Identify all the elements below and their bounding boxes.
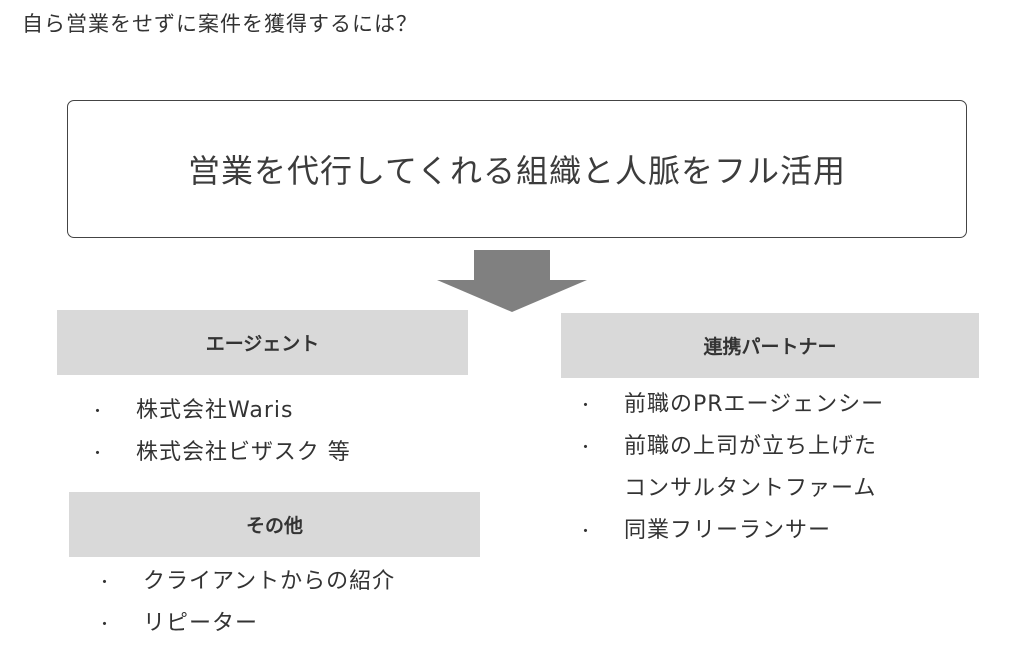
strategy-text: 営業を代行してくれる組織と人脈をフル活用 <box>187 152 847 190</box>
bullet: ・ <box>578 522 594 540</box>
bullet: ・ <box>578 438 594 456</box>
bullet: ・ <box>578 396 594 414</box>
list-item-text: 株式会社Waris <box>136 398 294 423</box>
bullet: ・ <box>90 402 106 420</box>
strategy-box: 営業を代行してくれる組織と人脈をフル活用 <box>67 100 967 238</box>
partner-list: ・ 前職のPRエージェンシー ・ 前職の上司が立ち上げた コンサルタントファーム… <box>578 384 884 552</box>
list-item: ・ 同業フリーランサー <box>578 510 884 552</box>
list-item-text: クライアントからの紹介 <box>143 569 396 594</box>
list-item: ・ 株式会社Waris <box>90 390 351 432</box>
bullet: ・ <box>90 444 106 462</box>
bullet: ・ <box>97 615 113 633</box>
list-item-text: 前職の上司が立ち上げた <box>624 434 878 459</box>
list-item-text: 前職のPRエージェンシー <box>624 392 885 417</box>
list-item-text: 同業フリーランサー <box>624 518 832 543</box>
bullet <box>578 468 624 510</box>
list-item: ・ 株式会社ビザスク 等 <box>90 432 351 474</box>
list-item-text: 株式会社ビザスク 等 <box>136 440 351 465</box>
agent-header-label: エージェント <box>205 333 320 355</box>
partner-header-label: 連携パートナー <box>703 336 837 358</box>
other-list: ・ クライアントからの紹介 ・ リピーター <box>97 561 395 645</box>
list-item: ・ クライアントからの紹介 <box>97 561 395 603</box>
down-arrow-icon <box>437 250 587 312</box>
list-item: ・ 前職のPRエージェンシー <box>578 384 884 426</box>
bullet: ・ <box>97 573 113 591</box>
list-item: コンサルタントファーム <box>578 468 884 510</box>
list-item: ・ リピーター <box>97 603 395 645</box>
other-header-label: その他 <box>245 515 303 537</box>
list-item-text: コンサルタントファーム <box>624 476 877 501</box>
list-item-text: リピーター <box>143 611 259 636</box>
partner-header: 連携パートナー <box>561 313 979 378</box>
other-header: その他 <box>69 492 480 557</box>
agent-header: エージェント <box>57 310 468 375</box>
list-item: ・ 前職の上司が立ち上げた <box>578 426 884 468</box>
agent-list: ・ 株式会社Waris ・ 株式会社ビザスク 等 <box>90 390 351 474</box>
page-title: 自ら営業をせずに案件を獲得するには？ <box>22 12 418 36</box>
